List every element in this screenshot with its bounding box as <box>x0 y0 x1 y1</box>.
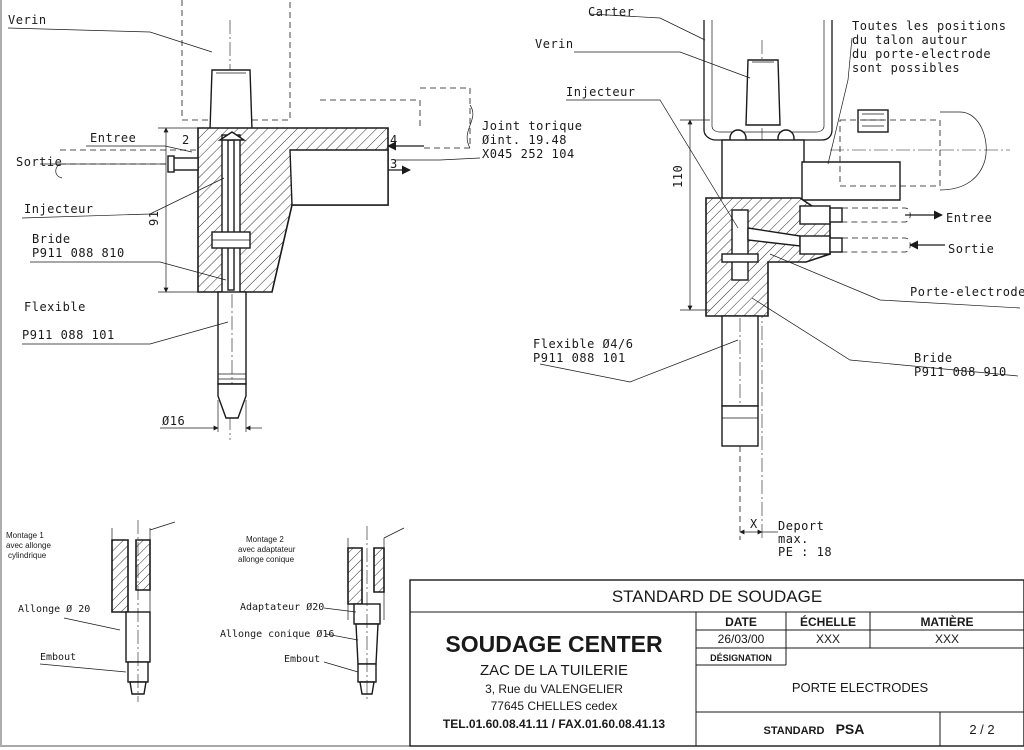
standard-label: STANDARD <box>764 725 825 737</box>
label-joint-diameter: Øint. 19.48 <box>482 133 567 147</box>
label-flexible-ref-right: P911 088 101 <box>533 351 626 365</box>
label-flexible-right: Flexible Ø4/6 <box>533 337 633 351</box>
label-montage-1-sub2: cylindrique <box>8 551 47 560</box>
label-bride-right: Bride <box>914 351 953 365</box>
sheet-number: 2 / 2 <box>969 722 994 737</box>
label-x: X <box>750 517 758 531</box>
label-verin-left: Verin <box>8 13 47 27</box>
company-address-3: 77645 CHELLES cedex <box>491 699 618 713</box>
label-injecteur-left: Injecteur <box>24 202 94 216</box>
label-dim-91: 91 <box>147 211 161 226</box>
left-assembly-view <box>7 0 481 440</box>
label-montage-2-sub1: avec adaptateur <box>238 545 296 554</box>
label-carter: Carter <box>588 5 634 19</box>
designation-label: DÉSIGNATION <box>710 653 772 663</box>
label-deport: Deport <box>778 519 824 533</box>
company-address-2: 3, Rue du VALENGELIER <box>485 682 623 696</box>
matiere-label: MATIÈRE <box>920 614 973 629</box>
right-view-labels: Carter Verin Injecteur Toutes les positi… <box>533 5 1024 559</box>
label-note-line-3: du porte-electrode <box>852 47 991 61</box>
label-montage-2-sub2: allonge conique <box>238 555 295 564</box>
company-name: SOUDAGE CENTER <box>445 631 663 657</box>
label-num-3: 3 <box>390 157 398 171</box>
label-adaptateur-20: Adaptateur Ø20 <box>240 601 324 613</box>
label-entree-right: Entree <box>946 211 992 225</box>
designation-value: PORTE ELECTRODES <box>792 680 929 695</box>
label-bride-left: Bride <box>32 232 71 246</box>
label-bride-ref-right: P911 088 910 <box>914 365 1007 379</box>
label-joint-ref: X045 252 104 <box>482 147 575 161</box>
standard-value: PSA <box>836 721 865 737</box>
label-injecteur-right: Injecteur <box>566 85 636 99</box>
label-bride-ref-left: P911 088 810 <box>32 246 125 260</box>
echelle-value: XXX <box>816 632 840 646</box>
title-block: STANDARD DE SOUDAGE SOUDAGE CENTER ZAC D… <box>409 579 1024 747</box>
right-assembly-view <box>539 13 1021 540</box>
label-flexible-left: Flexible <box>24 300 86 314</box>
label-verin-right: Verin <box>535 37 574 51</box>
montage-2-detail: Montage 2 avec adaptateur allonge coniqu… <box>220 526 405 702</box>
label-num-4: 4 <box>390 133 398 147</box>
label-note-line-2: du talon autour <box>852 33 968 47</box>
label-embout-2: Embout <box>284 654 320 665</box>
label-allonge-20: Allonge Ø 20 <box>18 603 90 615</box>
label-porte-electrode: Porte-electrode <box>910 285 1024 299</box>
label-note-line-4: sont possibles <box>852 61 960 75</box>
label-diameter-16: Ø16 <box>162 414 185 428</box>
label-entree-left: Entree <box>90 131 136 145</box>
title-block-header: STANDARD DE SOUDAGE <box>612 587 822 606</box>
matiere-value: XXX <box>935 632 959 646</box>
label-embout-1: Embout <box>40 652 76 663</box>
company-address-1: ZAC DE LA TUILERIE <box>480 662 628 679</box>
left-view-labels: Verin Entree Sortie Injecteur Bride P911… <box>8 13 582 428</box>
label-sortie-right: Sortie <box>948 242 994 256</box>
label-num-2: 2 <box>182 133 190 147</box>
label-note-line-1: Toutes les positions <box>852 19 1007 33</box>
date-label: DATE <box>725 615 757 629</box>
label-montage-1: Montage 1 <box>6 531 44 540</box>
label-joint-torique: Joint torique <box>482 119 582 133</box>
montage-1-detail: Montage 1 avec allonge cylindrique Allon… <box>6 520 176 702</box>
company-contact: TEL.01.60.08.41.11 / FAX.01.60.08.41.13 <box>443 717 665 731</box>
label-sortie-left: Sortie <box>16 155 62 169</box>
label-montage-1-sub1: avec allonge <box>6 541 51 550</box>
label-flexible-ref-left: P911 088 101 <box>22 328 115 342</box>
label-allonge-conique-16: Allonge conique Ø16 <box>220 628 334 640</box>
label-dim-110: 110 <box>671 165 685 188</box>
label-montage-2: Montage 2 <box>246 535 284 544</box>
echelle-label: ÉCHELLE <box>800 614 856 629</box>
date-value: 26/03/00 <box>718 632 765 646</box>
label-deport-max: max. <box>778 532 809 546</box>
label-deport-pe: PE : 18 <box>778 545 832 559</box>
